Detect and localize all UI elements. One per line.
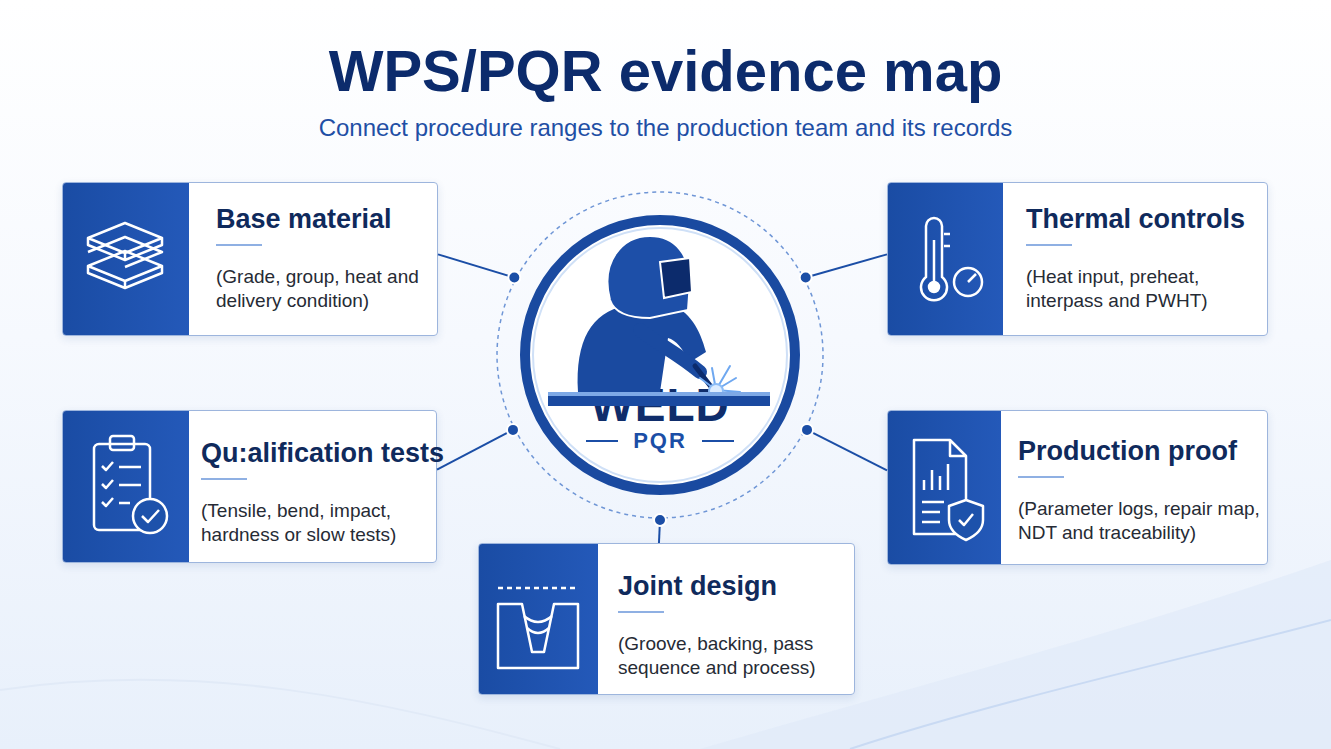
- box-heading: Base material: [216, 203, 437, 235]
- info-box: Qu:alification tests (Tensile, bend, impa…: [62, 410, 437, 563]
- connector-line: [659, 520, 660, 543]
- connector-line: [437, 430, 513, 470]
- box-body: (Parameter logs, repair map, NDT and tra…: [1018, 497, 1263, 545]
- box-heading: Thermal controls: [1026, 203, 1267, 235]
- connector-dot: [507, 424, 519, 436]
- info-box: Joint design (Groove, backing, pass seque…: [478, 543, 855, 695]
- hub-circle: WELDPQR: [495, 190, 825, 520]
- connector-line: [438, 254, 514, 277]
- box-body: (Grade, group, heat and delivery conditi…: [216, 265, 444, 313]
- connector-line: [807, 430, 887, 471]
- wave: [850, 620, 1331, 749]
- box-body: (Tensile, bend, impact, hardness or slow…: [201, 499, 426, 547]
- box-heading: Qu:alification tests: [201, 437, 436, 469]
- info-box: Base material(Grade, group, heat and del…: [62, 182, 438, 336]
- box-body: (Heat input, preheat, interpass and PWHT…: [1026, 265, 1241, 313]
- info-box: Production proof (Parameter logs, repair …: [887, 410, 1268, 565]
- hub-subtitle: PQR: [495, 428, 825, 454]
- info-box: Thermal controls (Heat input, preheat, in…: [887, 182, 1268, 336]
- diagram-subtitle: Connect procedure ranges to the producti…: [0, 113, 1331, 143]
- connector-line: [806, 254, 887, 277]
- connector-dot: [654, 514, 666, 526]
- hub-outline: [495, 190, 825, 520]
- hub-title: WELD: [495, 380, 825, 430]
- box-heading: Production proof: [1018, 435, 1267, 467]
- wave: [0, 680, 560, 749]
- diagram-title: WPS/PQR evidence map: [0, 36, 1331, 106]
- box-heading: Joint design: [618, 570, 854, 602]
- box-body: (Groove, backing, pass sequence and proc…: [618, 632, 838, 680]
- dashed-ring: [497, 192, 823, 518]
